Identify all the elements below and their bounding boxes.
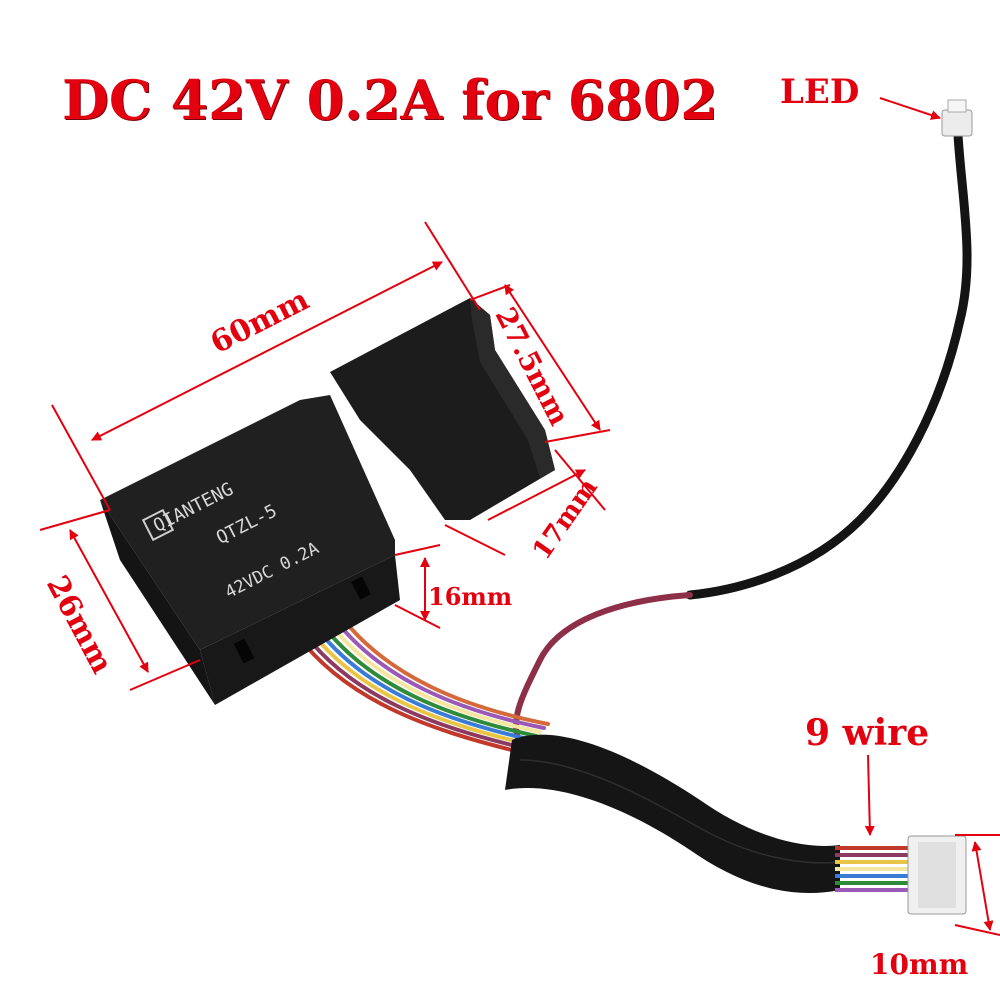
wire-bundle (288, 602, 550, 754)
depth-dimension-label: 16mm (428, 582, 513, 611)
led-callout: LED (780, 72, 860, 112)
connector-wires (835, 846, 915, 892)
nine-wire-callout: 9 wire (805, 712, 930, 754)
connector-width-label: 10mm (870, 948, 969, 981)
product-title: DC 42V 0.2A for 6802 (62, 68, 718, 132)
nine-pin-connector (907, 835, 967, 915)
switch-body (100, 298, 555, 705)
led-lead-wire (685, 130, 972, 600)
dimension-lines (39, 97, 1000, 936)
cable-sleeve (505, 734, 840, 894)
led-connector (941, 99, 973, 137)
